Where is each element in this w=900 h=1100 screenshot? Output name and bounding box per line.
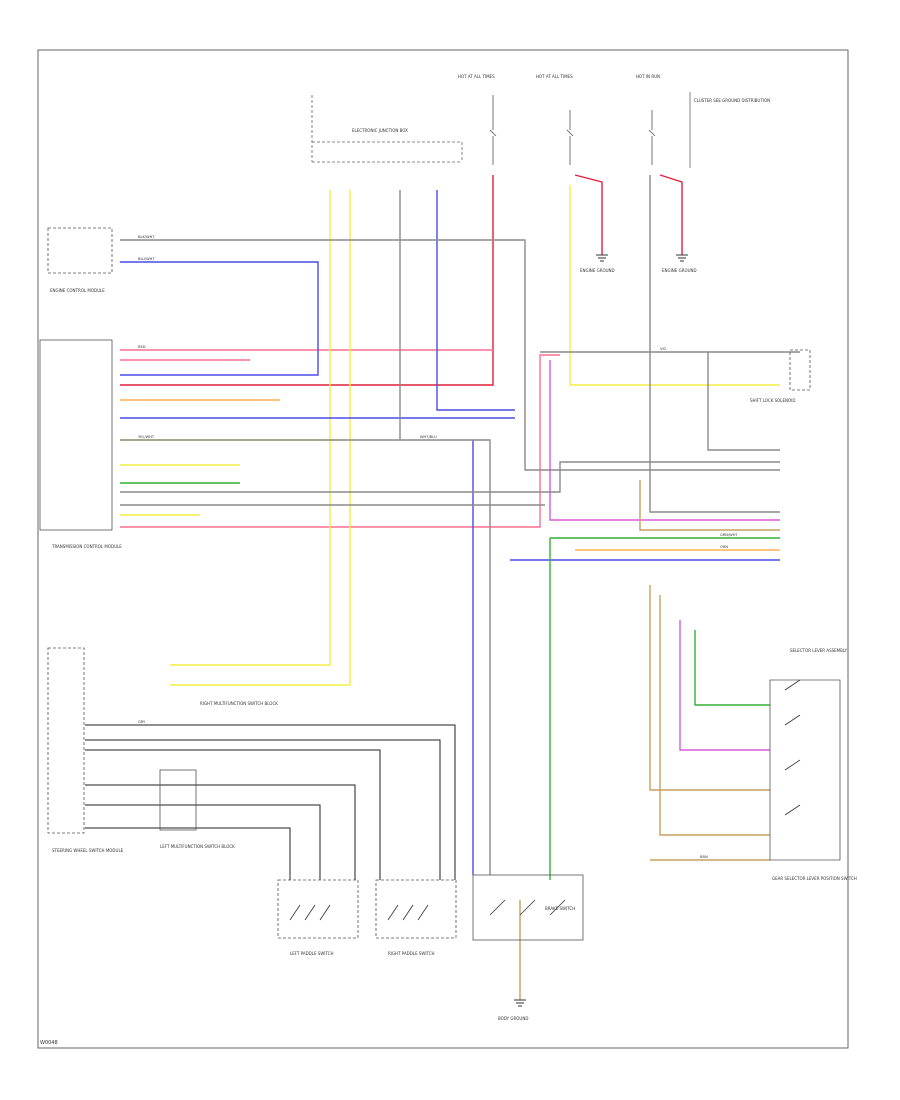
- left-paddle-label: LEFT PADDLE SWITCH: [290, 951, 333, 956]
- fuse-b: [566, 110, 574, 165]
- wire-tan-2: [659, 595, 770, 836]
- wire-red-1: [120, 175, 494, 386]
- wire-label: RED: [138, 345, 146, 349]
- footer-code: W0048: [40, 1040, 58, 1046]
- selector-assembly-label: SELECTOR LEVER ASSEMBLY: [790, 648, 848, 653]
- ground-c-label: BODY GROUND: [498, 1016, 528, 1021]
- junction-box-label: ELECTRONIC JUNCTION BOX: [352, 128, 408, 133]
- right-paddle-label: RIGHT PADDLE SWITCH: [388, 951, 435, 956]
- wire-black-6: [85, 827, 291, 880]
- wire-gray-1: [120, 239, 780, 471]
- wire-label: YEL/WHT: [138, 435, 155, 439]
- shift-lock-box: [789, 349, 811, 391]
- wire-yellow-2: [170, 190, 351, 686]
- wire-tan-4: [649, 585, 770, 791]
- fuse-c-label: HOT IN RUN: [636, 74, 660, 79]
- wire-black-3: [85, 749, 381, 880]
- wire-green-4: [694, 630, 770, 706]
- wire-gray-8: [707, 352, 780, 451]
- right-block-label: RIGHT MULTIFUNCTION SWITCH BLOCK: [200, 701, 278, 706]
- paddle-switch-l1: [289, 904, 331, 921]
- gear-selector-box: [769, 679, 841, 861]
- fuse-c: [648, 110, 656, 165]
- wire-tan-1: [639, 480, 780, 531]
- wire-label: VIO: [660, 347, 667, 351]
- wire-label: GRY: [138, 720, 146, 724]
- wire-black-1: [85, 724, 456, 880]
- wire-red-2: [574, 174, 603, 255]
- ground-c-symbol: [514, 999, 526, 1007]
- fuses: [489, 95, 656, 165]
- brake-switch-label: BRAKE SWITCH: [545, 906, 575, 911]
- wires: [85, 174, 800, 1000]
- right-paddle-box: [375, 879, 457, 939]
- fuse-a-label: HOT AT ALL TIMES: [458, 74, 495, 79]
- ground-a-symbol: [596, 254, 608, 262]
- ground-b-symbol: [676, 254, 688, 262]
- left-block-box: [159, 769, 197, 831]
- wire-violet-2: [679, 620, 770, 751]
- component-boxes: [39, 227, 841, 941]
- switch-symbols: [289, 679, 801, 921]
- wire-label: BLK/WHT: [138, 235, 155, 239]
- wire-label: BLU/WHT: [138, 257, 155, 261]
- wire-label: GRN/WHT: [720, 533, 738, 537]
- selector-switch-contacts: [784, 679, 801, 816]
- wire-black-5: [85, 804, 321, 880]
- wire-gray-7: [649, 175, 780, 513]
- ground-b-label: ENGINE GROUND: [662, 268, 697, 273]
- diagram-border: [37, 49, 849, 1049]
- wire-violet-1: [549, 360, 780, 521]
- top-labels: HOT AT ALL TIMES HOT AT ALL TIMES HOT IN…: [352, 74, 770, 133]
- wire-yellow-5: [569, 185, 780, 386]
- left-paddle-box: [277, 879, 359, 939]
- wire-blue-1: [120, 261, 319, 376]
- wire-labels: BLK/WHT BLU/WHT RED YEL/WHT VIO GRN/WHT …: [138, 235, 738, 859]
- wire-label: WHT/BLU: [420, 435, 437, 439]
- wire-pink-3: [120, 354, 560, 528]
- paddle-switch-r1: [387, 904, 429, 921]
- gear-selector-label: GEAR SELECTOR LEVER POSITION SWITCH: [772, 876, 857, 881]
- ssm-label: STEERING WHEEL SWITCH MODULE: [52, 848, 124, 853]
- tcm-label: TRANSMISSION CONTROL MODULE: [51, 544, 122, 549]
- ecm-box: [47, 227, 113, 274]
- wire-gray-3: [120, 439, 491, 875]
- wire-yellow-1: [170, 190, 331, 666]
- left-block-label: LEFT MULTIFUNCTION SWITCH BLOCK: [160, 844, 235, 849]
- ecm-label: ENGINE CONTROL MODULE: [50, 288, 105, 293]
- component-labels: ENGINE CONTROL MODULE TRANSMISSION CONTR…: [50, 268, 857, 1021]
- ssm-box: [47, 647, 85, 834]
- wire-gray-4: [120, 461, 780, 493]
- junction-box-outline: [311, 95, 463, 163]
- ground-symbols: [514, 254, 688, 1007]
- note-label: CLUSTER SEE GROUND DISTRIBUTION: [694, 98, 770, 103]
- tcm-box: [39, 339, 113, 531]
- shift-lock-label: SHIFT LOCK SOLENOID: [750, 398, 795, 403]
- fuse-a: [489, 95, 497, 165]
- ground-a-label: ENGINE GROUND: [580, 268, 615, 273]
- wire-label: BRN: [700, 855, 708, 859]
- wire-red-3: [659, 174, 683, 255]
- wire-black-4: [85, 784, 356, 880]
- brake-switch-contacts: [489, 899, 566, 916]
- wire-black-2: [85, 739, 441, 880]
- brake-box: [472, 874, 584, 941]
- fuse-b-label: HOT AT ALL TIMES: [536, 74, 573, 79]
- wire-blue-2: [436, 190, 515, 411]
- wire-label: ORN: [720, 545, 728, 549]
